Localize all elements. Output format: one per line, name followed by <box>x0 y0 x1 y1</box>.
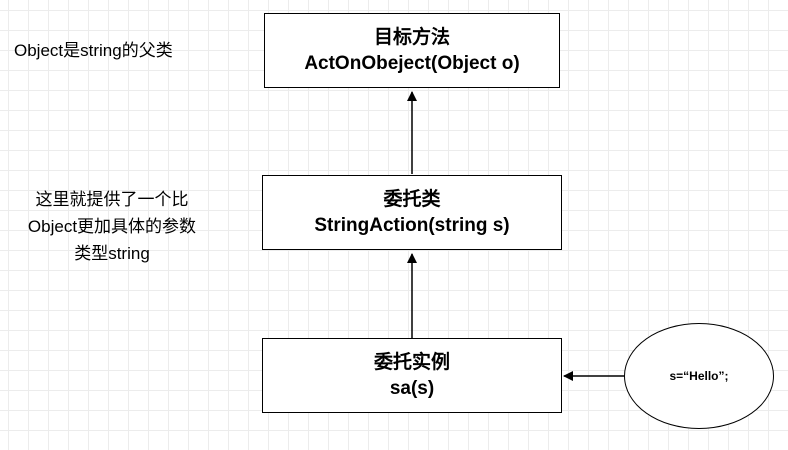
specific-type-note-line: 类型string <box>74 244 150 263</box>
specific-type-note-line: Object更加具体的参数 <box>27 217 197 236</box>
delegate-type-box: 委托类 StringAction(string s) <box>262 175 562 250</box>
argument-ellipse: s=“Hello”; <box>624 323 774 429</box>
inheritance-note-text: Object是string的父类 <box>14 41 173 60</box>
delegate-type-title: 委托类 <box>383 188 441 210</box>
target-method-title: 目标方法 <box>373 26 450 48</box>
delegate-instance-title: 委托实例 <box>373 351 450 373</box>
target-method-box: 目标方法 ActOnObeject(Object o) <box>264 13 560 88</box>
delegate-instance-call: sa(s) <box>389 377 435 399</box>
target-method-signature: ActOnObeject(Object o) <box>304 52 520 74</box>
delegate-type-signature: StringAction(string s) <box>314 214 510 236</box>
specific-type-note: 这里就提供了一个比 Object更加具体的参数 类型string <box>0 186 224 267</box>
inheritance-note: Object是string的父类 <box>14 37 234 64</box>
delegate-instance-box: 委托实例 sa(s) <box>262 338 562 413</box>
argument-text: s=“Hello”; <box>669 369 729 383</box>
specific-type-note-line: 这里就提供了一个比 <box>35 190 189 209</box>
